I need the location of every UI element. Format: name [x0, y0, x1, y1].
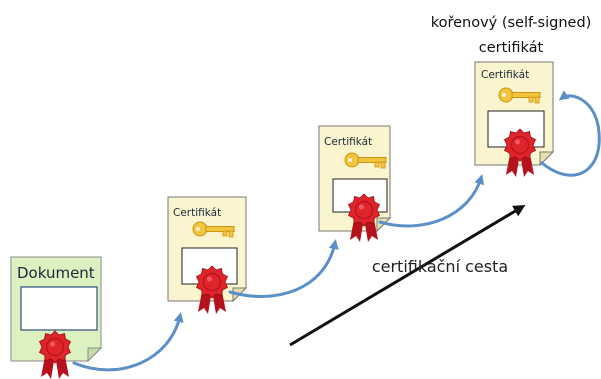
root-label-line2: certifikát [479, 40, 544, 56]
certification-path-arrow [289, 204, 526, 347]
arrow-icon [378, 174, 485, 228]
chain-connectors [72, 90, 601, 372]
root-certificate-label: kořenový (self-signed) certifikát [431, 15, 592, 56]
document-content-box [20, 286, 98, 331]
certification-path-label: certifikační cesta [372, 257, 508, 276]
arrow-icon [540, 90, 601, 177]
certificate-1-title: Certifikát [173, 207, 221, 219]
certificate-card-3-root: Certifikát [474, 61, 555, 178]
document-title: Dokument [17, 264, 95, 282]
document-card: Dokument [10, 256, 103, 379]
certificate-card-2: Certifikát [318, 125, 392, 243]
certificate-2-title: Certifikát [324, 136, 372, 148]
certificate-card-1: Certifikát [167, 196, 248, 315]
certificate-3-title: Certifikát [481, 69, 529, 81]
arrow-icon [72, 312, 184, 372]
root-label-line1: kořenový (self-signed) [431, 15, 592, 31]
arrow-icon [228, 239, 339, 298]
